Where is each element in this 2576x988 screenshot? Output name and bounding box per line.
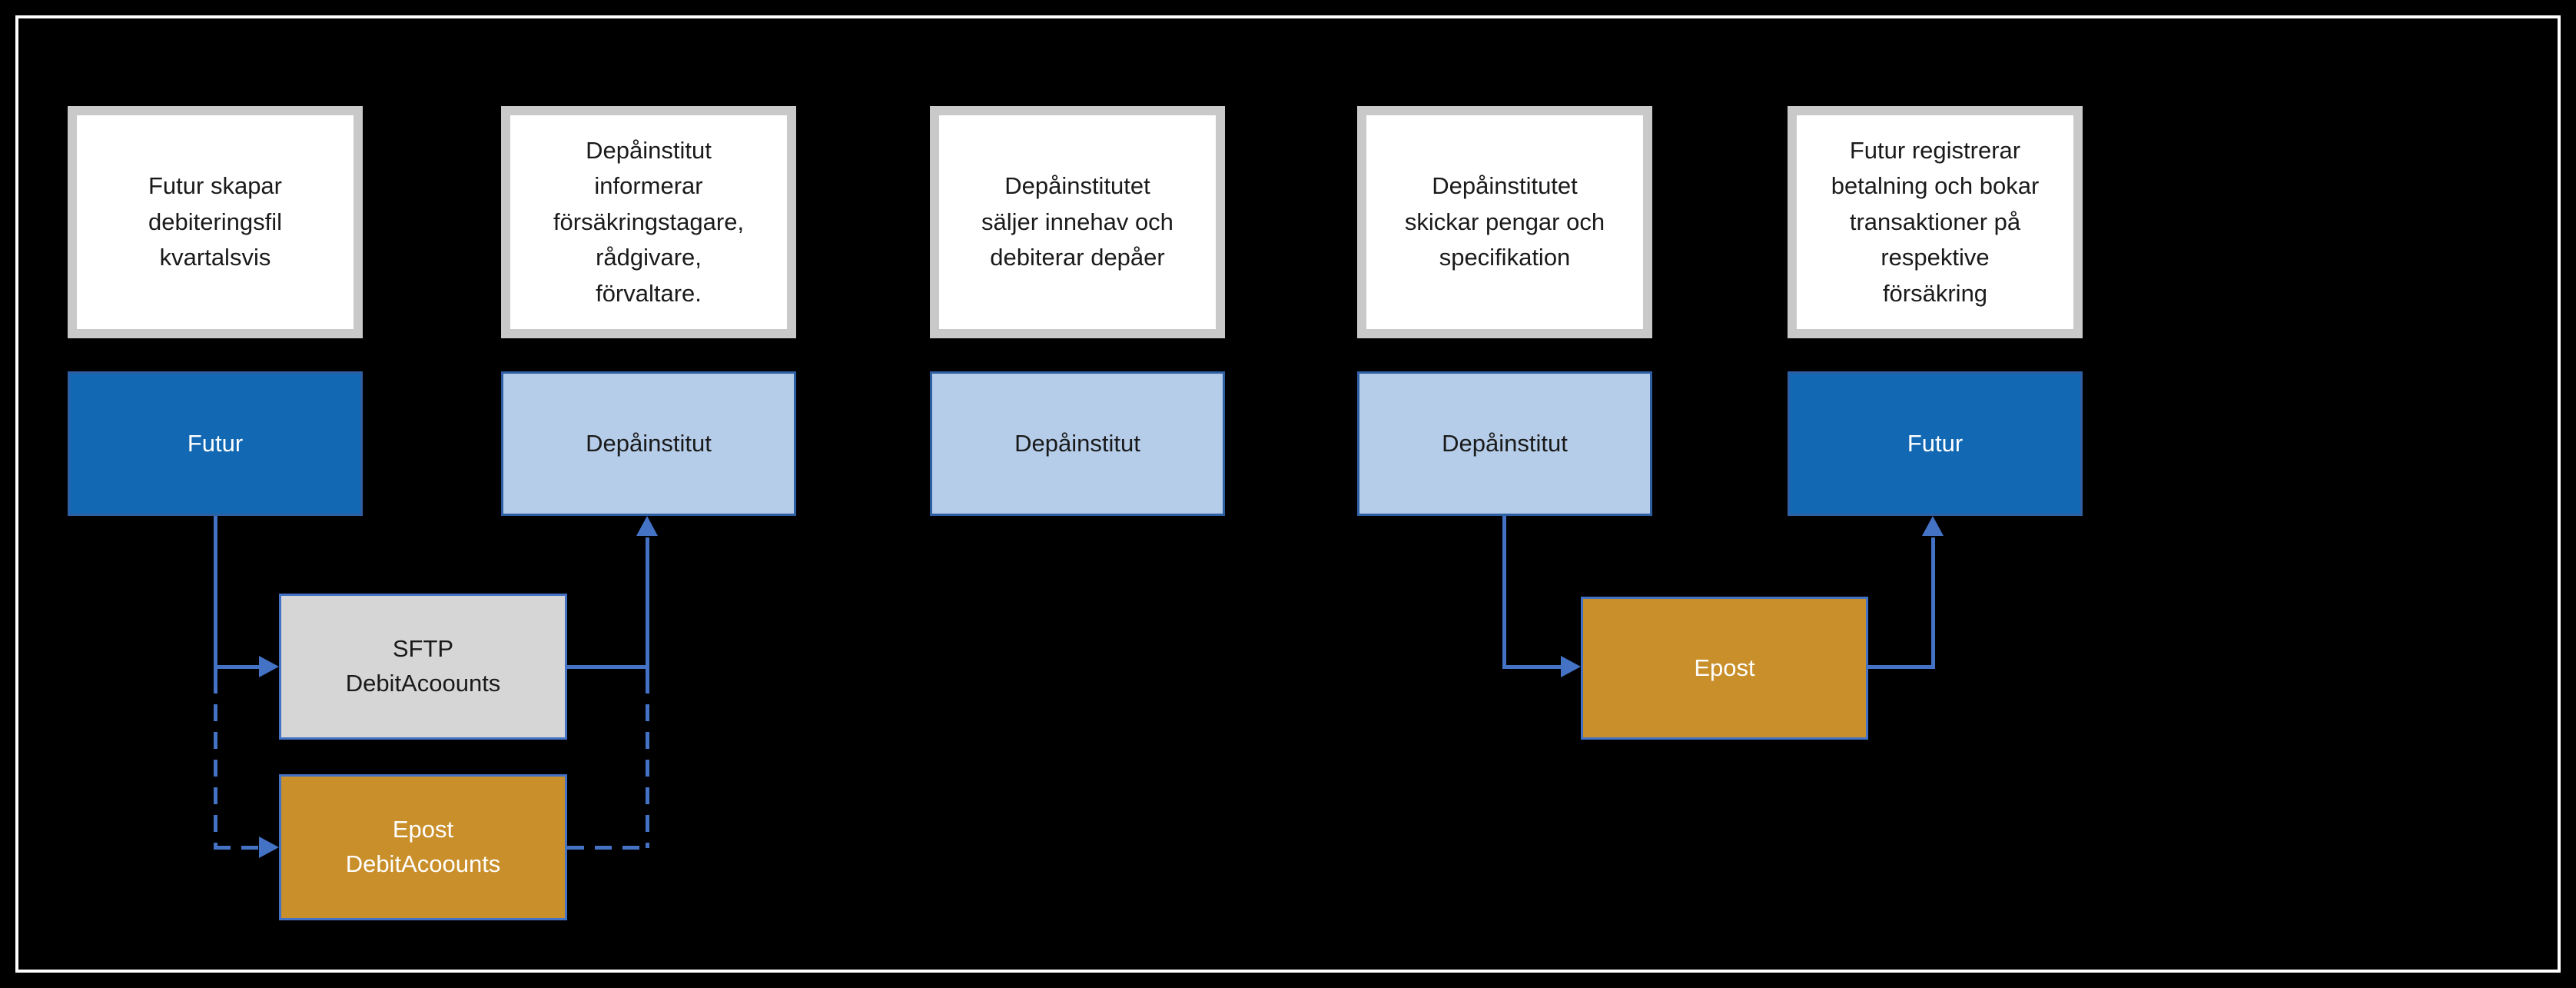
actor-box-4-depainstitut: Depåinstitut — [1357, 371, 1652, 516]
epost-box: Epost — [1581, 597, 1868, 740]
step-text-1: Futur skapar debiteringsfil kvartalsvis — [148, 172, 283, 271]
arrowhead-into-sftp-icon — [259, 656, 279, 677]
sftp-debitacoounts-label: SFTP DebitAcoounts — [345, 635, 501, 697]
step-box-4: Depåinstitutet skickar pengar och specif… — [1357, 106, 1652, 338]
connector-depainstitut4-down-solid — [1502, 516, 1506, 667]
step-box-1: Futur skapar debiteringsfil kvartalsvis — [68, 106, 363, 338]
arrowhead-into-epost-icon — [1561, 656, 1581, 677]
connector-to-epost — [1502, 665, 1561, 669]
actor-label-4: Depåinstitut — [1442, 430, 1568, 457]
connector-up-to-futur5-solid — [1931, 537, 1935, 669]
connector-to-sftp — [214, 665, 259, 669]
arrowhead-into-futur5-icon — [1922, 516, 1944, 536]
connector-epost-out-solid — [1868, 665, 1934, 669]
actor-label-3: Depåinstitut — [1014, 430, 1140, 457]
actor-label-2: Depåinstitut — [586, 430, 712, 457]
actor-label-5: Futur — [1907, 430, 1964, 457]
actor-box-1-futur: Futur — [68, 371, 363, 516]
step-text-4: Depåinstitutet skickar pengar och specif… — [1404, 172, 1605, 271]
connector-to-epost-debit-dashed — [214, 846, 259, 850]
sftp-debitacoounts-box: SFTP DebitAcoounts — [279, 594, 567, 740]
connector-futur1-down-solid — [214, 516, 217, 677]
connector-futur1-down-dashed — [214, 677, 217, 850]
epost-debitacoounts-box: Epost DebitAcoounts — [279, 774, 567, 920]
step-box-3: Depåinstitutet säljer innehav och debite… — [930, 106, 1225, 338]
arrowhead-into-epost-debit-icon — [259, 837, 279, 858]
step-box-2: Depåinstitut informerar försäkringstagar… — [501, 106, 796, 338]
connector-epost-debit-out-dashed — [567, 846, 646, 850]
arrowhead-into-depainstitut2-icon — [636, 516, 658, 536]
connector-up-to-depainstitut2-dashed — [646, 677, 649, 848]
step-text-5: Futur registrerar betalning och bokar tr… — [1831, 136, 2040, 307]
actor-box-5-futur: Futur — [1788, 371, 2083, 516]
step-text-3: Depåinstitutet säljer innehav och debite… — [981, 172, 1173, 271]
actor-label-1: Futur — [187, 430, 244, 457]
connector-sftp-out-solid — [567, 665, 647, 669]
actor-box-3-depainstitut: Depåinstitut — [930, 371, 1225, 516]
step-text-2: Depåinstitut informerar försäkringstagar… — [553, 136, 745, 307]
step-box-5: Futur registrerar betalning och bokar tr… — [1788, 106, 2083, 338]
epost-label: Epost — [1694, 654, 1755, 681]
epost-debitacoounts-label: Epost DebitAcoounts — [345, 816, 501, 877]
diagram-frame — [15, 15, 2561, 973]
connector-up-to-depainstitut2-solid — [646, 537, 649, 677]
actor-box-2-depainstitut: Depåinstitut — [501, 371, 796, 516]
